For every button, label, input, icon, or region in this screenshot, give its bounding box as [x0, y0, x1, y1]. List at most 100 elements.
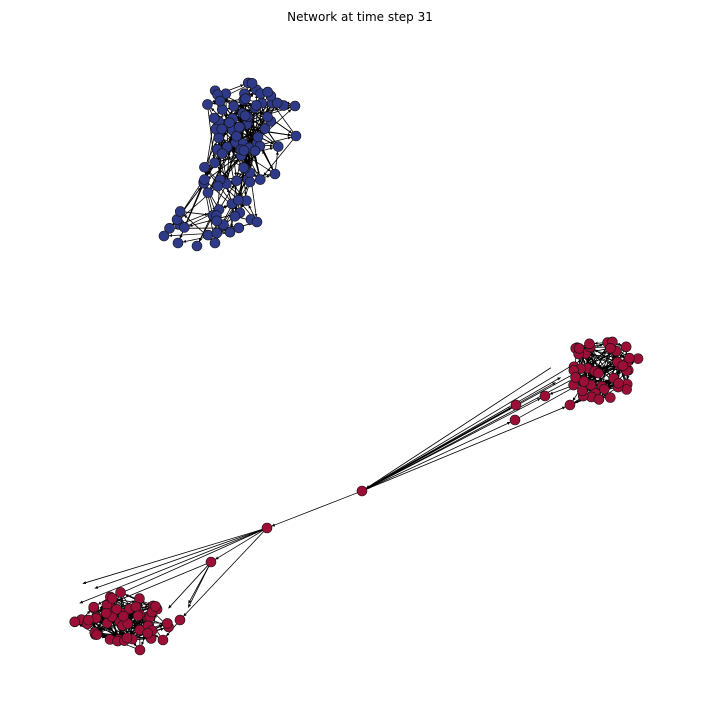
node-community-b — [88, 601, 100, 613]
node-community-b — [205, 556, 217, 568]
edge — [99, 563, 207, 609]
edge — [101, 635, 106, 639]
edge — [215, 530, 263, 560]
node-community-a — [158, 230, 170, 242]
node-community-a — [231, 130, 242, 142]
diagram-title: Network at time step 31 — [287, 10, 433, 24]
node-community-b — [578, 376, 590, 387]
node-community-a — [202, 99, 213, 110]
edge — [84, 610, 91, 617]
node-community-b — [605, 343, 616, 354]
edge — [594, 341, 603, 345]
edge — [221, 184, 235, 206]
edge — [168, 565, 208, 609]
node-community-b — [121, 632, 133, 644]
node-community-a — [199, 174, 210, 185]
node-community-b — [593, 367, 604, 379]
node-community-a — [271, 97, 283, 109]
node-community-b — [584, 338, 595, 350]
edge — [221, 96, 267, 120]
node-community-a — [202, 187, 214, 198]
node-community-a — [209, 157, 220, 169]
node-community-a — [259, 123, 271, 134]
node-community-a — [208, 112, 220, 124]
node-community-b — [142, 627, 154, 639]
node-community-b — [593, 394, 605, 405]
node-community-b — [617, 360, 629, 372]
node-community-a — [262, 86, 274, 98]
node-community-a — [246, 77, 258, 89]
node-community-a — [239, 110, 251, 121]
edge — [251, 119, 262, 127]
node-community-a — [238, 162, 249, 173]
node-community-a — [209, 237, 221, 249]
edge — [366, 407, 512, 489]
node-community-b — [107, 593, 118, 604]
edge — [619, 350, 625, 358]
edge — [616, 342, 622, 346]
node-community-a — [172, 237, 184, 249]
edge — [587, 374, 592, 379]
edge — [198, 219, 212, 242]
edge — [519, 368, 608, 418]
node-community-a — [216, 123, 228, 135]
node-community-a — [224, 117, 235, 128]
node-community-b — [150, 601, 161, 612]
edge — [274, 106, 294, 133]
node-community-a — [254, 174, 266, 185]
edge — [185, 211, 209, 217]
node-community-a — [224, 226, 236, 238]
node-community-a — [289, 100, 301, 112]
node-community-a — [174, 206, 186, 217]
node-community-a — [249, 145, 261, 157]
node-community-a — [240, 93, 251, 105]
node-community-a — [244, 176, 256, 188]
edge — [92, 621, 123, 637]
node-community-a — [231, 175, 242, 187]
node-community-a — [191, 240, 203, 252]
edge — [79, 529, 263, 604]
node-community-a — [214, 95, 226, 107]
node-community-b — [624, 352, 635, 364]
node-community-a — [202, 229, 214, 241]
edge — [366, 352, 594, 489]
edge — [183, 531, 264, 617]
edge — [188, 566, 209, 604]
node-community-a — [199, 161, 210, 173]
node-community-b — [599, 383, 610, 395]
node-community-b — [134, 644, 146, 656]
node-community-b — [130, 601, 142, 613]
edge — [365, 367, 552, 489]
node-community-a — [250, 100, 262, 111]
node-layer — [69, 77, 644, 656]
edge — [113, 621, 118, 635]
node-community-b — [115, 587, 126, 598]
node-community-a — [262, 111, 273, 123]
node-community-a — [290, 130, 302, 142]
node-community-b — [539, 390, 551, 402]
edge — [366, 406, 566, 490]
node-community-a — [164, 223, 175, 234]
node-community-a — [179, 222, 190, 233]
node-community-b — [573, 343, 585, 354]
node-community-a — [211, 215, 223, 227]
node-community-a — [233, 121, 245, 133]
edge-layer — [75, 84, 635, 649]
node-community-b — [620, 341, 632, 353]
edge — [366, 379, 571, 490]
node-community-a — [229, 210, 241, 222]
node-community-b — [162, 618, 173, 629]
edge — [187, 566, 210, 608]
node-community-b — [510, 399, 522, 411]
node-community-b — [577, 385, 588, 396]
edge — [271, 492, 358, 527]
node-community-b — [132, 610, 144, 622]
edge — [117, 598, 149, 606]
edge — [152, 613, 157, 626]
node-community-b — [509, 414, 521, 426]
edge — [94, 529, 263, 589]
node-community-b — [261, 522, 273, 534]
node-community-b — [613, 377, 624, 389]
node-community-b — [356, 485, 368, 497]
